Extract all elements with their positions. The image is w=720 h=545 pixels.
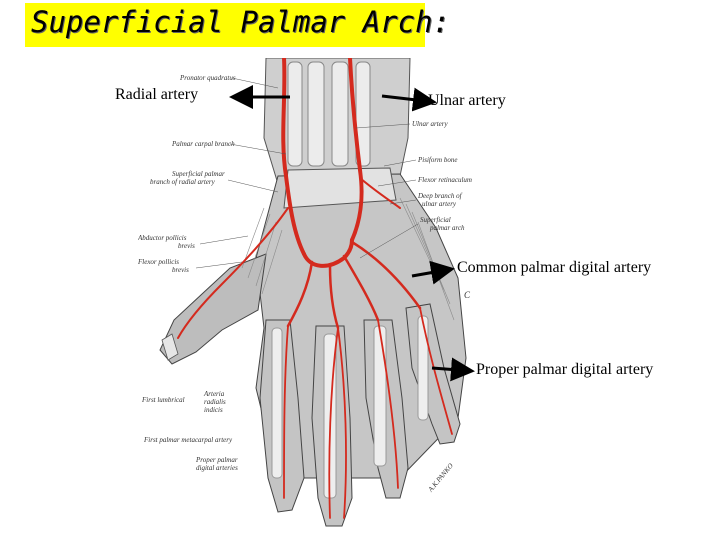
thumbnail-shape bbox=[161, 333, 179, 361]
label-flexor-pollicis-2: brevis bbox=[172, 266, 189, 274]
common-digital-4 bbox=[350, 240, 422, 310]
label-proper-palmar-digital-artery: Proper palmar digital artery bbox=[476, 361, 654, 378]
label-pisiform-bone: Pisiform bone bbox=[417, 156, 457, 164]
label-superficial-arch-1: Superficial bbox=[420, 216, 451, 224]
flexor-retinaculum-shape bbox=[283, 167, 397, 209]
label-palmar-carpal-branch: Palmar carpal branch bbox=[171, 140, 235, 148]
label-deep-branch-2: ulnar artery bbox=[422, 200, 457, 208]
label-ulnar-artery-small: Ulnar artery bbox=[412, 120, 448, 128]
label-arteria-1: Arteria bbox=[203, 390, 225, 398]
forearm-tendons bbox=[287, 61, 371, 167]
label-abductor-1: Abductor pollicis bbox=[138, 234, 187, 242]
label-superficial-branch-1: Superficial palmar bbox=[172, 170, 225, 178]
label-radial-artery: Radial artery bbox=[115, 86, 199, 103]
deep-branch-vessel bbox=[359, 177, 401, 209]
arrow-proper-palmar-digital bbox=[431, 357, 475, 382]
arteries bbox=[177, 56, 453, 519]
common-digital-3 bbox=[342, 254, 380, 322]
label-flexor-retinaculum: Flexor retinaculum bbox=[417, 176, 472, 184]
proper-digital-middle-b bbox=[337, 327, 347, 519]
common-digital-1 bbox=[286, 260, 314, 328]
arrow-ulnar-artery bbox=[381, 87, 437, 112]
slide-title: Superficial Palmar Arch: bbox=[31, 5, 451, 39]
radial-artery-vessel bbox=[281, 56, 306, 256]
label-deep-branch-1: Deep branch of bbox=[417, 192, 463, 200]
proper-digital-index bbox=[283, 325, 289, 499]
title-banner: Superficial Palmar Arch: bbox=[25, 3, 450, 47]
proper-digital-middle-a bbox=[328, 327, 339, 519]
label-arteria-2: radialis bbox=[204, 398, 226, 406]
ulnar-artery-vessel bbox=[348, 56, 364, 242]
label-ulnar-artery: Ulnar artery bbox=[428, 92, 506, 109]
leader-lines bbox=[195, 77, 419, 269]
label-arteria-3: indicis bbox=[204, 406, 223, 414]
proper-digital-ring bbox=[377, 319, 399, 489]
hand-drawing: Pronator quadratus Palmar carpal branch … bbox=[137, 56, 472, 527]
common-digital-2 bbox=[328, 264, 340, 330]
thumb-shape bbox=[159, 253, 267, 365]
arrow-common-palmar-digital bbox=[411, 260, 455, 285]
label-superficial-arch-2: palmar arch bbox=[429, 224, 465, 232]
hand-illustration: Pronator quadratus Palmar carpal branch … bbox=[137, 56, 472, 540]
label-proper-palmar-small-1: Proper palmar bbox=[195, 456, 238, 464]
label-superficial-branch-2: branch of radial artery bbox=[150, 178, 216, 186]
label-abductor-2: brevis bbox=[178, 242, 195, 250]
label-first-palmar-metacarpal: First palmar metacarpal artery bbox=[143, 436, 233, 444]
proper-digital-little bbox=[419, 307, 453, 435]
thumb-branch bbox=[177, 207, 289, 339]
label-pronator-quadratus: Pronator quadratus bbox=[179, 74, 236, 82]
label-common-palmar-digital-artery: Common palmar digital artery bbox=[457, 259, 652, 276]
palm-shape bbox=[255, 173, 467, 479]
label-side-letter: C bbox=[464, 290, 471, 300]
label-proper-palmar-small-2: digital arteries bbox=[196, 464, 238, 472]
label-first-lumbrical: First lumbrical bbox=[141, 396, 185, 404]
label-flexor-pollicis-1: Flexor pollicis bbox=[138, 258, 179, 266]
